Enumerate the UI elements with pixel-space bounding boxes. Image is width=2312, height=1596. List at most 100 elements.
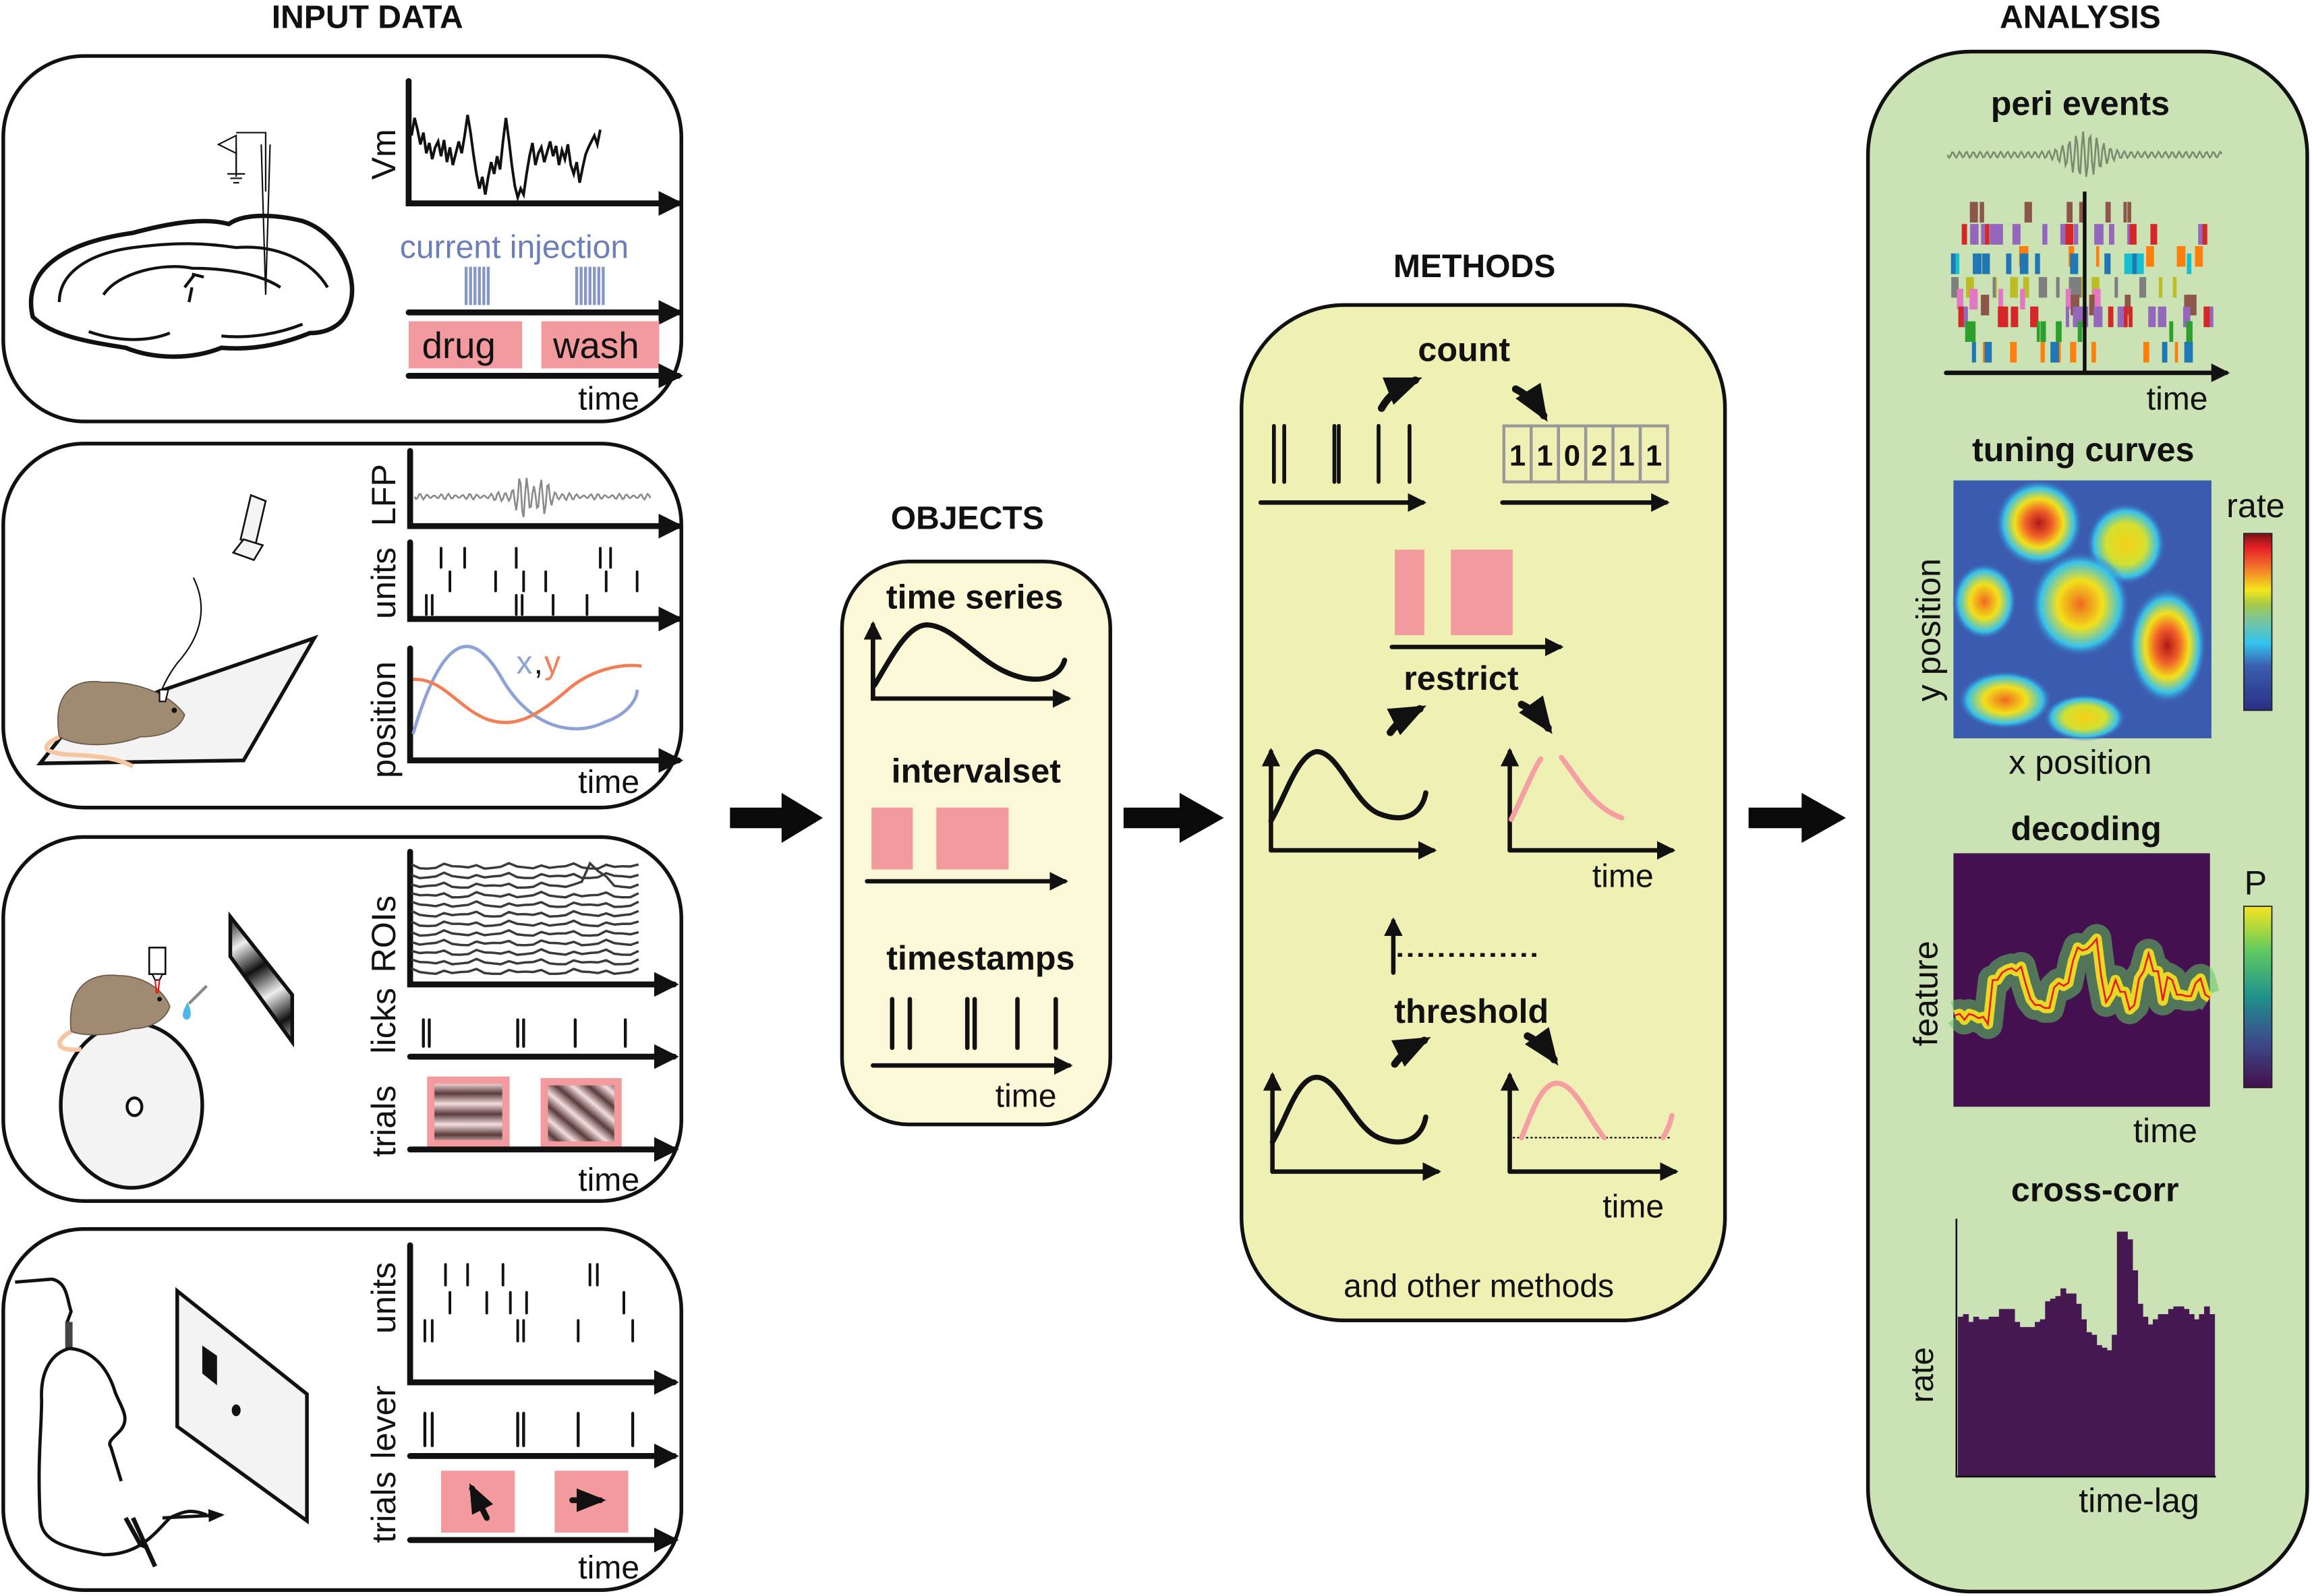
threshold-time-label: time <box>1602 1188 1664 1224</box>
tuning-colorbar-label: rate <box>2226 487 2285 525</box>
label-rois: ROIs <box>365 895 403 972</box>
cross-corr-bar <box>2045 1301 2051 1477</box>
input-panel-freely-moving: LFP units position x , y time <box>1 442 684 810</box>
cross-corr-bar <box>1968 1322 1974 1477</box>
peri-event-spike <box>2023 276 2029 298</box>
method-count-label: count <box>1418 330 1510 368</box>
tuning-colorbar <box>2243 533 2273 711</box>
input-panel-patch-clamp: Vm current injection drug wash time <box>1 54 684 423</box>
cross-corr-bar <box>2199 1314 2205 1477</box>
peri-event-spike <box>2012 224 2021 245</box>
peri-event-spike <box>1971 342 1976 363</box>
header-methods: METHODS <box>1393 248 1555 285</box>
tuning-heatmap <box>1952 479 2212 742</box>
tuning-ylabel: y position <box>1910 558 1948 701</box>
peri-event-spike <box>2114 276 2118 298</box>
cross-corr-bar <box>1998 1309 2005 1477</box>
lick-spout <box>187 984 208 1005</box>
peri-event-spike <box>2050 342 2059 363</box>
decoding-title: decoding <box>2011 810 2161 848</box>
roi-traces <box>411 861 639 976</box>
roi-trace <box>411 967 639 976</box>
legend-comma: , <box>534 645 543 681</box>
peri-event-spike <box>2056 321 2062 343</box>
interval-drug-label: drug <box>422 325 496 366</box>
cross-corr-bar <box>2122 1231 2128 1477</box>
axis-units <box>407 539 684 632</box>
vm-trace <box>410 115 602 202</box>
cross-corr-bar <box>1994 1316 2000 1477</box>
input-panel-primate: units lever trials time <box>1 1227 683 1592</box>
arrow-upleft-icon <box>469 1483 494 1521</box>
interval-wash <box>541 321 660 369</box>
cross-corr-bar <box>2075 1303 2082 1477</box>
peri-event-spike <box>2158 306 2167 328</box>
interval-drug <box>408 321 523 369</box>
camera-icon <box>231 494 267 562</box>
mouse-illustration <box>57 974 171 1053</box>
cross-corr-bar <box>2152 1319 2159 1477</box>
peri-event-spike <box>2176 245 2186 267</box>
peri-event-spike <box>2098 224 2104 245</box>
count-arrow-out <box>1511 382 1548 422</box>
header-analysis: ANALYSIS <box>2000 0 2161 36</box>
peri-event-spike <box>1985 224 1990 245</box>
peri-event-spike <box>2020 289 2025 309</box>
peri-event-spike <box>1998 289 2004 309</box>
peri-event-spike <box>2036 321 2040 343</box>
peri-event-spike <box>2172 276 2177 298</box>
method-threshold-label: threshold <box>1394 993 1549 1030</box>
legend-x: x <box>516 645 532 681</box>
roi-trace <box>411 900 639 908</box>
peri-events-xlabel: time <box>2147 381 2208 417</box>
cross-corr-axes <box>1955 1218 2216 1478</box>
peri-event-spike <box>2091 342 2096 363</box>
threshold-out-curve-a <box>1519 1080 1607 1141</box>
peri-event-spike <box>2108 306 2114 328</box>
peri-event-spike <box>2207 306 2214 328</box>
cross-corr-bar <box>2055 1296 2061 1477</box>
count-input-ticks <box>1272 423 1412 484</box>
axis-position <box>407 645 684 773</box>
peri-event-spike <box>2148 306 2156 328</box>
peri-event-spike <box>2123 202 2127 223</box>
peri-event-spike <box>1965 276 1971 298</box>
peri-event-spike <box>2056 276 2060 298</box>
peri-event-spike <box>2093 306 2103 328</box>
peri-event-spike <box>1973 253 1982 274</box>
threshold-arrow-out <box>1524 1027 1559 1066</box>
cross-corr-bar <box>1978 1319 1984 1477</box>
task-screen <box>175 1287 309 1525</box>
peri-event-spike <box>1982 253 1990 274</box>
decoding-colorbar-label: P <box>2245 864 2267 902</box>
water-drop-icon <box>182 1002 191 1020</box>
peri-event-spike <box>2035 253 2040 274</box>
cross-corr-bar <box>2071 1293 2077 1477</box>
label-lfp: LFP <box>365 464 403 526</box>
restrict-time-label: time <box>1592 858 1654 895</box>
peri-event-spike <box>2040 321 2046 343</box>
roi-trace <box>411 948 639 956</box>
cross-corr-bar <box>2183 1309 2190 1477</box>
count-bin-value: 1 <box>1509 440 1526 473</box>
peri-event-spike <box>1950 253 1957 274</box>
peri-event-spike <box>1979 202 1984 223</box>
objects-time-label: time <box>995 1077 1057 1114</box>
peri-event-spike <box>2162 342 2168 363</box>
peri-event-spike <box>2010 342 2017 363</box>
peri-event-spike <box>2075 276 2081 298</box>
peri-event-spike <box>2011 306 2019 328</box>
cross-corr-bar <box>2163 1314 2169 1477</box>
roi-trace <box>411 938 639 947</box>
peri-event-spike <box>2094 224 2100 245</box>
peri-event-spike <box>1970 224 1979 245</box>
decoded-trajectory <box>1955 936 2211 1027</box>
peri-event-spike <box>1971 321 1976 343</box>
peri-event-spike <box>2069 276 2077 298</box>
cross-corr-bar <box>2158 1314 2164 1477</box>
tuning-xlabel: x position <box>2008 743 2151 781</box>
peri-event-spike <box>2183 306 2191 328</box>
peri-event-spike <box>2073 224 2079 245</box>
tuning-curves-title: tuning curves <box>1972 431 2194 469</box>
